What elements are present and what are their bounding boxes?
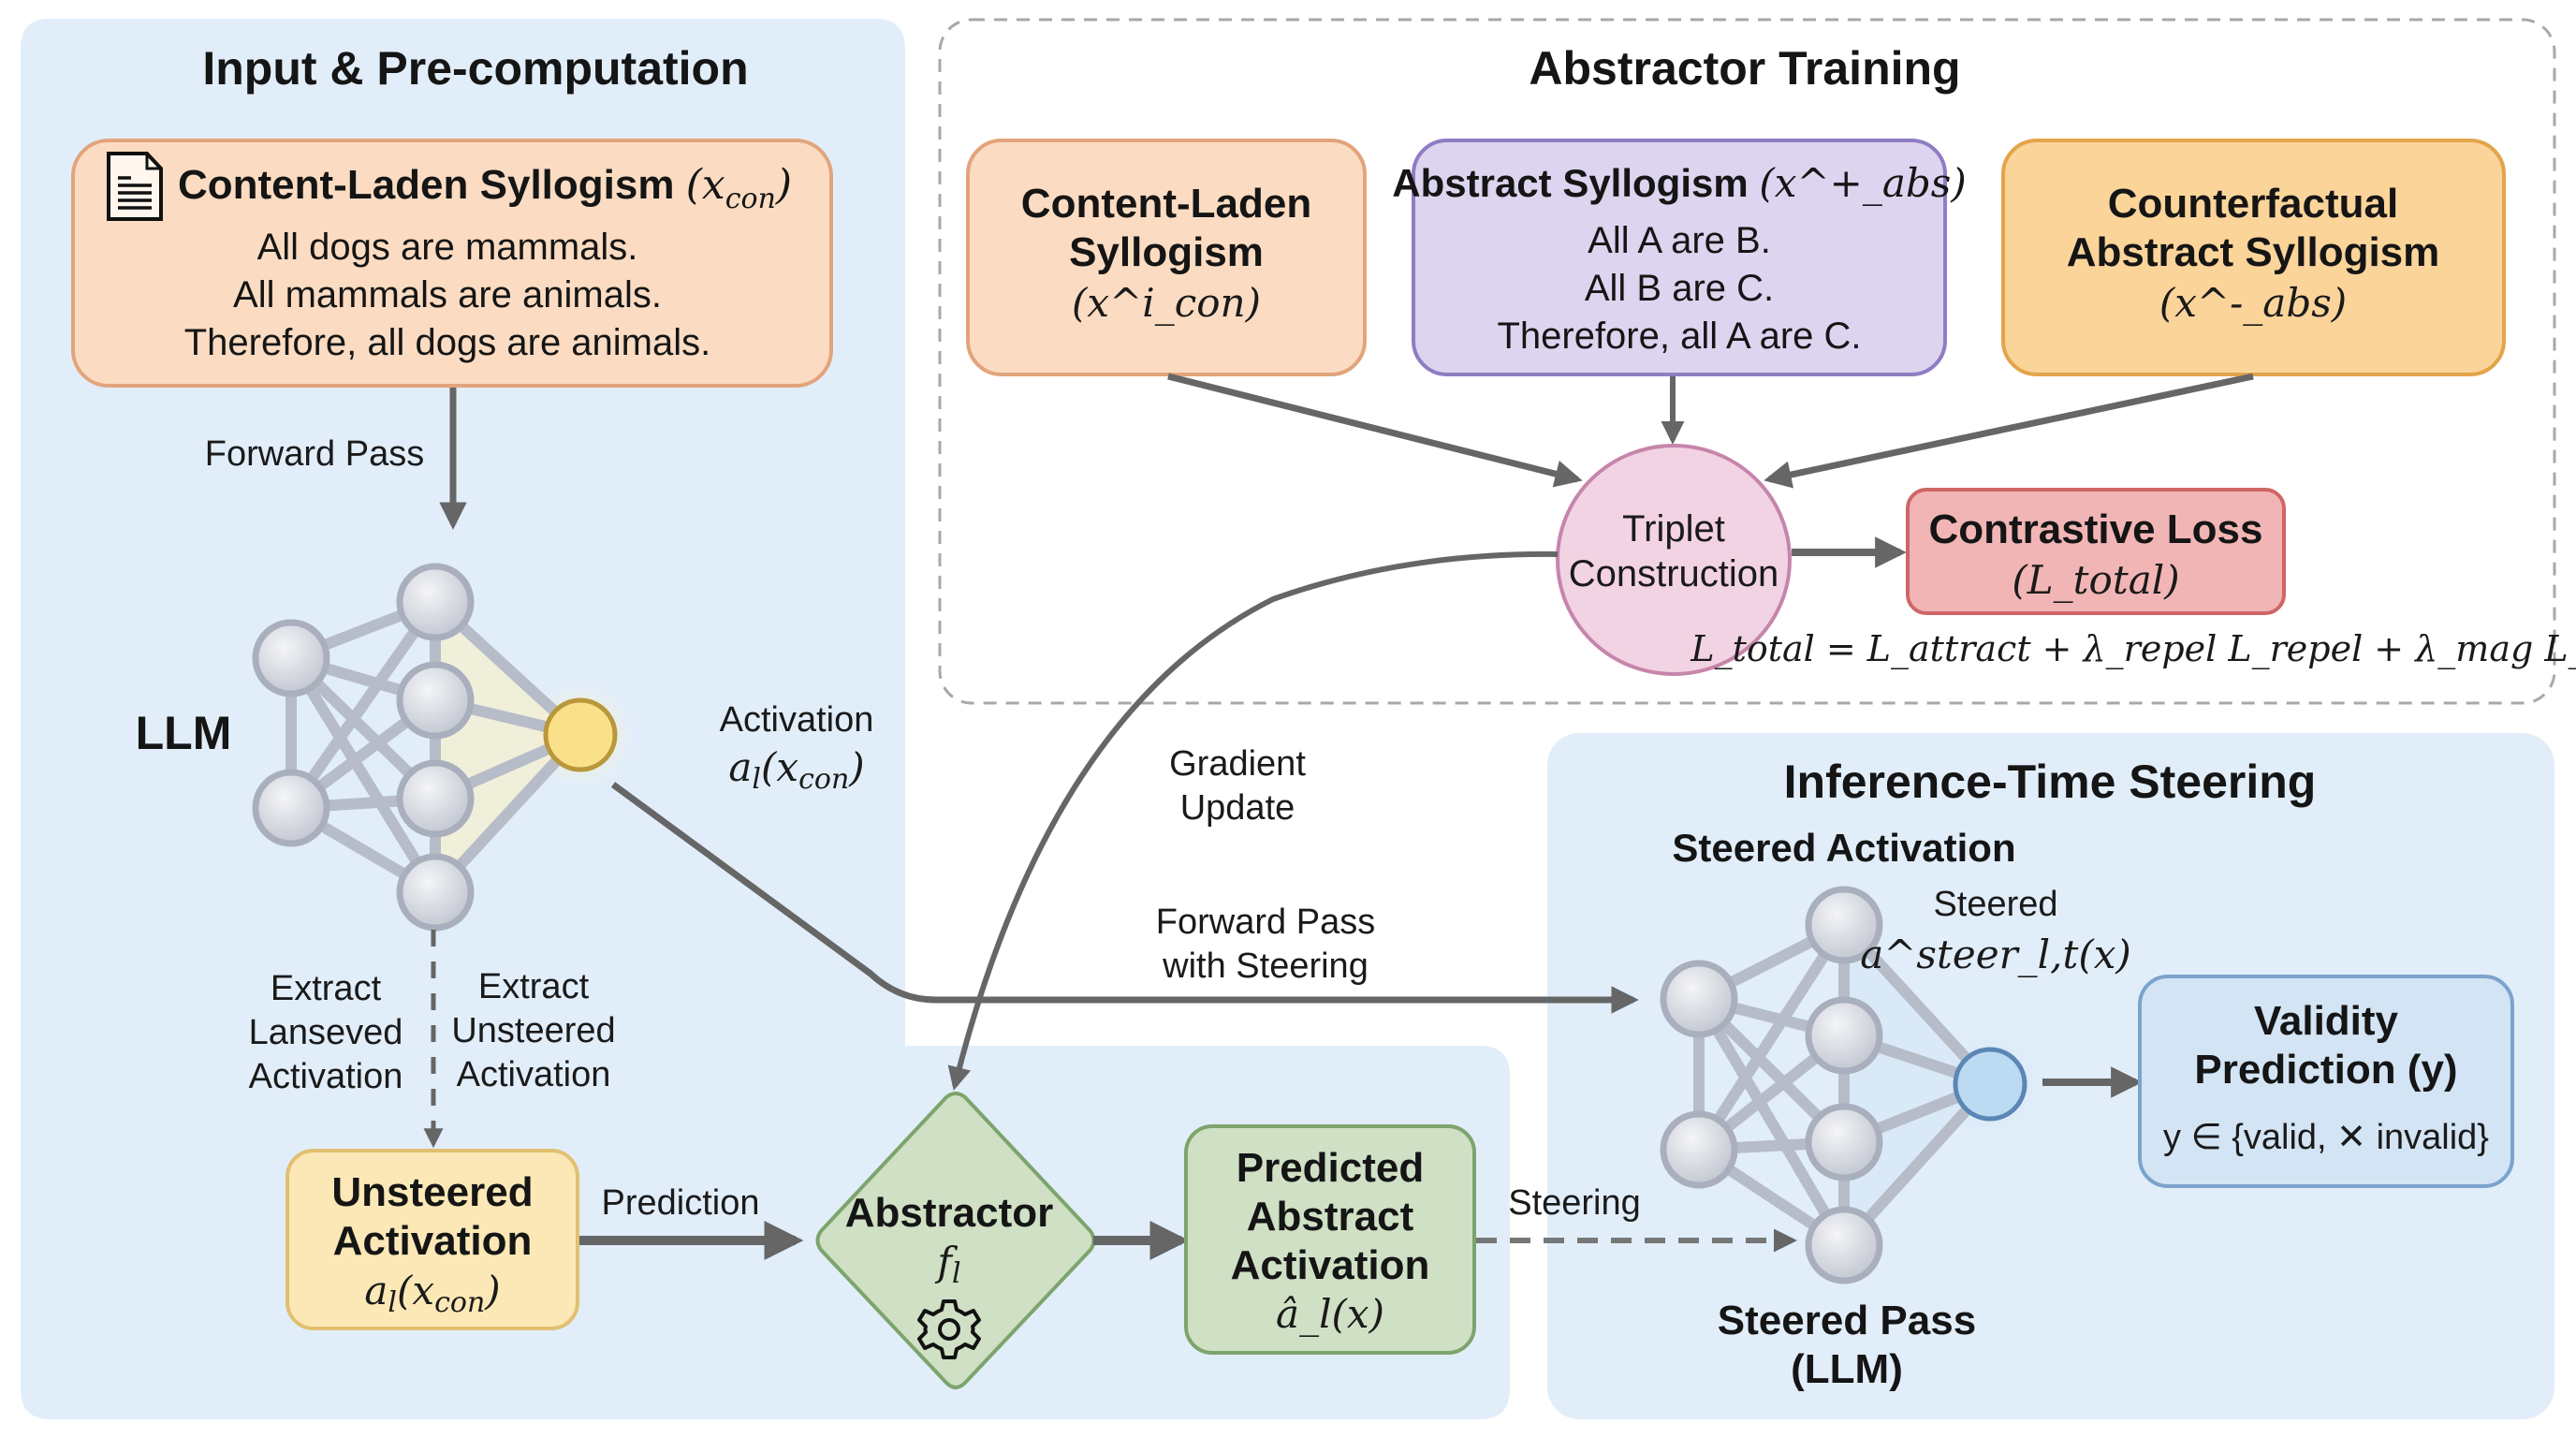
svg-text:Contrastive Loss: Contrastive Loss [1929,506,2263,552]
svg-text:Activation: Activation [333,1218,533,1264]
svg-text:All A are B.: All A are B. [1588,220,1771,261]
llm-node [396,759,475,838]
input-panel-title: Input & Pre-computation [202,42,748,95]
gradient-update-arrow [947,550,1559,1091]
prediction-label: Prediction [602,1183,760,1223]
svg-text:Triplet: Triplet [1622,508,1725,550]
steered-activation-title: Steered Activation [1672,826,2015,870]
svg-text:Abstract: Abstract [1247,1194,1414,1240]
llm-node [1660,960,1738,1038]
content-to-triplet-arrow [1167,373,1583,488]
svg-text:Unsteered: Unsteered [451,1011,615,1050]
steered-llm-network [1660,886,2046,1284]
gradient-label-1: Gradient [1169,744,1306,784]
svg-text:Validity: Validity [2254,998,2399,1044]
document-icon [107,152,163,221]
extract-unsteered-label: Extract Unsteered Activation [451,967,615,1094]
steered-math: a^steer_l,t(x) [1860,932,2131,977]
content-line-3: Therefore, all dogs are animals. [184,322,711,363]
llm-node [1660,1110,1738,1189]
svg-text:Prediction (y): Prediction (y) [2194,1047,2457,1093]
svg-text:Syllogism: Syllogism [1069,229,1264,275]
triplet-construction-node[interactable]: Triplet Construction [1556,444,1792,676]
llm-node [396,853,475,932]
svg-text:Lanseved: Lanseved [249,1013,403,1052]
counterfactual-syllogism-box[interactable]: Counterfactual Abstract Syllogism (x^-_a… [2001,139,2506,376]
llm-label: LLM [136,707,232,759]
content-laden-syllogism-box[interactable]: Content-Laden Syllogism (xcon) All dogs … [71,139,833,388]
svg-text:Abstract Syllogism (x^+_abs): Abstract Syllogism (x^+_abs) [1392,160,1966,206]
svg-text:Abstract Syllogism: Abstract Syllogism [2067,229,2440,275]
forward-pass-label: Forward Pass [205,434,424,474]
svg-text:Construction: Construction [1569,553,1779,594]
svg-text:Abstractor: Abstractor [845,1190,1054,1236]
svg-text:(L_total): (L_total) [2012,557,2179,603]
svg-text:(x^-_abs): (x^-_abs) [2159,280,2347,326]
svg-text:(x^i_con): (x^i_con) [1072,280,1261,326]
abstract-syllogism-box[interactable]: Abstract Syllogism (x^+_abs) All A are B… [1392,139,1967,376]
llm-node [252,769,330,847]
forward-steer-label-1: Forward Pass [1156,902,1375,942]
gear-icon [917,1299,981,1359]
svg-text:Activation: Activation [249,1057,403,1096]
llm-node [1805,1206,1883,1284]
contrastive-loss-box[interactable]: Contrastive Loss (L_total) [1906,488,2286,615]
steered-pass-label-2: (LLM) [1791,1346,1903,1392]
steered-label: Steered [1933,885,2057,924]
svg-text:Unsteered: Unsteered [331,1169,533,1215]
unsteered-activation-box[interactable]: Unsteered Activation al(xcon) [285,1149,579,1330]
llm-node [1805,996,1883,1075]
llm-node [252,619,330,697]
steered-activation-node [1953,1047,2027,1122]
extract-lanseved-label: Extract Lanseved Activation [249,969,403,1096]
llm-node [396,661,475,740]
content-line-2: All mammals are animals. [233,274,662,315]
activation-label: Activation [720,700,874,740]
training-panel-title: Abstractor Training [1529,42,1960,95]
steering-label: Steering [1508,1183,1641,1223]
gradient-label-2: Update [1180,788,1295,828]
forward-pass-with-steering-arrow [610,782,1639,1014]
llm-network [252,563,633,932]
svg-text:Activation: Activation [1231,1242,1430,1288]
validity-prediction-box[interactable]: Validity Prediction (y) y ∈ {valid, ✕ in… [2138,975,2514,1188]
llm-node [1805,886,1883,964]
llm-node [1805,1103,1883,1181]
content-box-title: Content-Laden Syllogism (xcon) [178,161,792,215]
steered-pass-label-1: Steered Pass [1718,1298,1976,1343]
content-line-1: All dogs are mammals. [257,227,638,268]
content-laden-syllogism-train-box[interactable]: Content-Laden Syllogism (x^i_con) [966,139,1367,376]
svg-text:Content-Laden: Content-Laden [1021,181,1311,227]
inference-panel-background [1547,733,2554,1419]
svg-text:y ∈ {valid, ✕ invalid}: y ∈ {valid, ✕ invalid} [2163,1118,2489,1157]
activation-node [543,697,618,772]
svg-text:Predicted: Predicted [1237,1145,1425,1191]
predicted-abstract-activation-box[interactable]: Predicted Abstract Activation â_l(x) [1184,1124,1476,1355]
forward-steer-label-2: with Steering [1162,946,1368,986]
svg-text:Therefore, all A are C.: Therefore, all A are C. [1497,315,1861,357]
abstractor-node[interactable]: Abstractor fl [815,1092,1096,1389]
activation-math: al(xcon) [728,744,864,796]
svg-text:â_l(x): â_l(x) [1276,1291,1384,1337]
svg-text:Extract: Extract [478,967,590,1006]
svg-text:Extract: Extract [271,969,382,1008]
svg-text:al(xcon): al(xcon) [364,1268,500,1319]
svg-text:Activation: Activation [457,1055,611,1094]
svg-text:Counterfactual: Counterfactual [2108,181,2398,227]
svg-text:All B are C.: All B are C. [1585,268,1774,309]
loss-formula: L_total = L_attract + λ_repel L_repel + … [1690,628,2576,670]
counterfactual-to-triplet-arrow [1764,373,2254,489]
llm-node [396,563,475,641]
inference-panel-title: Inference-Time Steering [1784,756,2317,808]
